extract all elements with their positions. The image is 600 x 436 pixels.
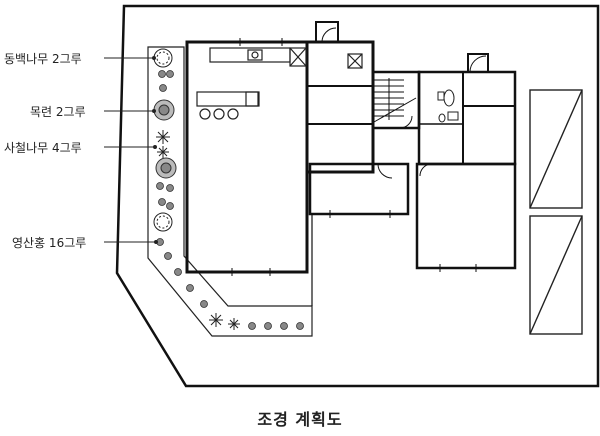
site-boundary	[115, 4, 600, 388]
kitchen-counter	[196, 47, 363, 120]
diagram-title: 조경 계획도	[257, 410, 343, 429]
camellia-tree-symbol	[153, 212, 173, 232]
parking-stall	[529, 89, 583, 209]
camellia-tree-symbol	[153, 48, 173, 68]
label-azalea: 영산홍 16그루	[12, 236, 87, 250]
parking-stall	[529, 215, 583, 335]
azalea-shrub-symbol	[156, 70, 304, 330]
magnolia-tree-symbol	[155, 157, 177, 179]
euonymus-shrub-symbol	[228, 318, 240, 330]
euonymus-shrub-symbol	[156, 130, 170, 144]
euonymus-shrub-symbol	[157, 146, 169, 158]
window-marks	[231, 38, 477, 276]
label-magnolia: 목련 2그루	[30, 105, 86, 119]
euonymus-shrub-symbol	[209, 313, 223, 327]
bathroom-fixtures	[437, 89, 459, 123]
label-camellia: 동백나무 2그루	[4, 52, 82, 66]
house-floor-plan	[185, 21, 517, 306]
magnolia-tree-symbol	[153, 99, 175, 121]
label-leader-lines	[104, 56, 158, 244]
garden-bed	[147, 46, 313, 337]
label-euonymus: 사철나무 4그루	[4, 141, 82, 155]
